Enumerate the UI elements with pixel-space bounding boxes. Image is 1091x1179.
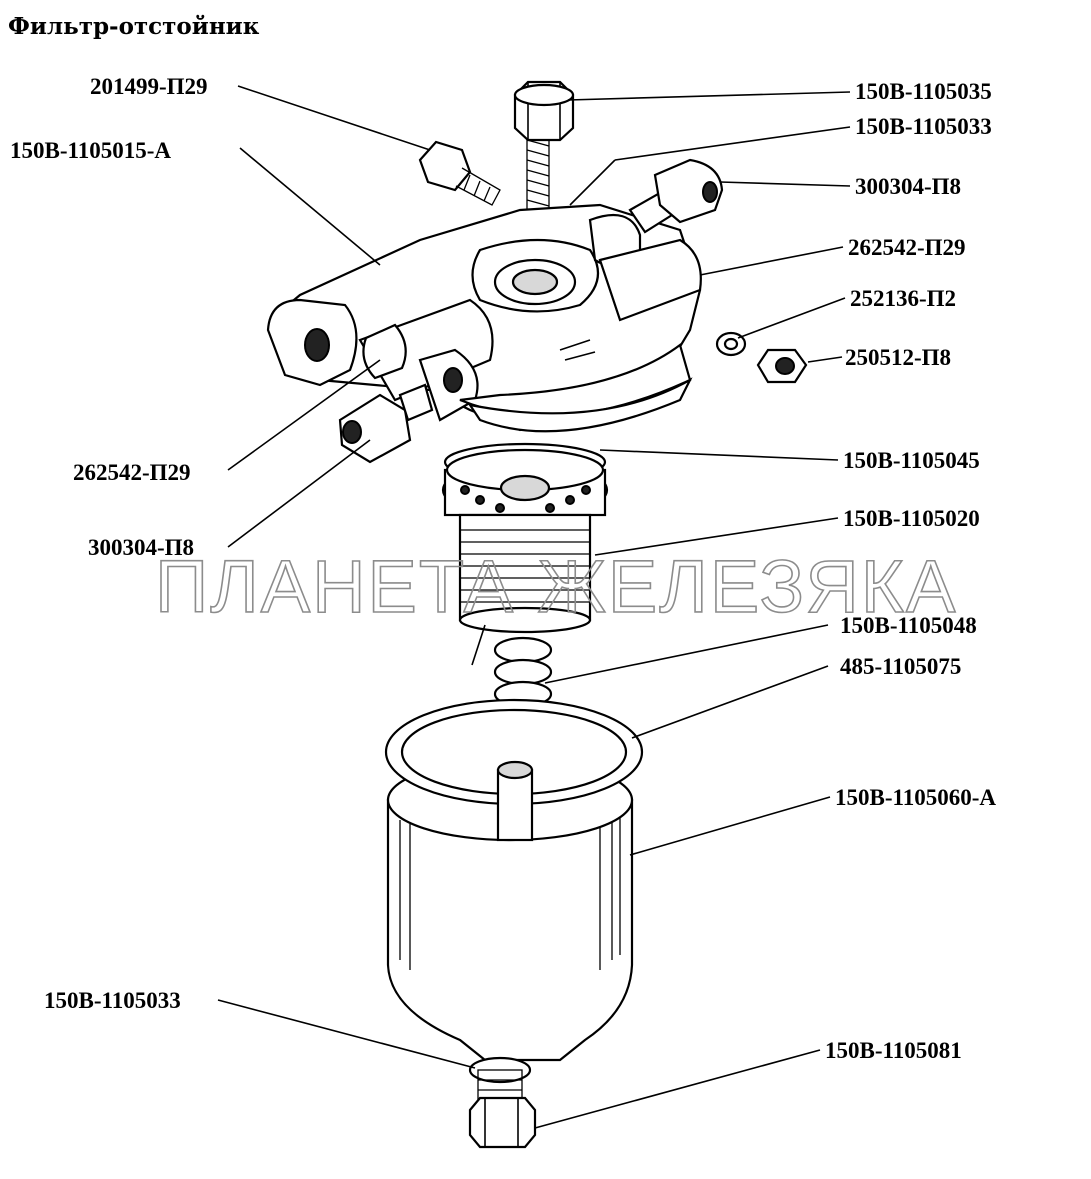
sediment-bowl	[384, 698, 644, 1062]
diagram-title: Фильтр-отстойник	[8, 13, 260, 40]
washer-and-nut	[715, 331, 808, 384]
callout-150v-1105048: 150В-1105048	[840, 613, 977, 638]
top-bolt	[513, 80, 575, 216]
side-bolt	[418, 140, 501, 206]
drain-plug	[468, 1056, 537, 1149]
leader-lines	[217, 85, 851, 1129]
callout-labels: 201499-П29 150В-1105015-А 150В-1105035 1…	[10, 74, 996, 1063]
callout-150v-1105081: 150В-1105081	[825, 1038, 962, 1063]
callout-150v-1105033-bottom: 150В-1105033	[44, 988, 181, 1013]
watermark: ПЛАНЕТА ЖЕЛЕЗЯКА	[155, 545, 957, 628]
callout-150v-1105015-a: 150В-1105015-А	[10, 138, 171, 163]
callout-262542-p29-left: 262542-П29	[73, 460, 191, 485]
callout-485-1105075: 485-1105075	[840, 654, 961, 679]
callout-262542-p29-right: 262542-П29	[848, 235, 966, 260]
callout-250512-p8: 250512-П8	[845, 345, 951, 370]
callout-150v-1105020: 150В-1105020	[843, 506, 980, 531]
filter-assembly-drawing	[266, 80, 808, 1149]
callout-300304-p8-left: 300304-П8	[88, 535, 194, 560]
filter-head-body	[266, 203, 702, 433]
callout-150v-1105060-a: 150В-1105060-А	[835, 785, 996, 810]
right-fitting	[628, 158, 724, 234]
filter-element	[441, 442, 609, 666]
callout-252136-p2: 252136-П2	[850, 286, 956, 311]
callout-150v-1105033-top: 150В-1105033	[855, 114, 992, 139]
callout-300304-p8-right: 300304-П8	[855, 174, 961, 199]
callout-150v-1105035: 150В-1105035	[855, 79, 992, 104]
callout-150v-1105045: 150В-1105045	[843, 448, 980, 473]
left-fitting	[338, 383, 434, 464]
callout-201499-p29: 201499-П29	[90, 74, 208, 99]
